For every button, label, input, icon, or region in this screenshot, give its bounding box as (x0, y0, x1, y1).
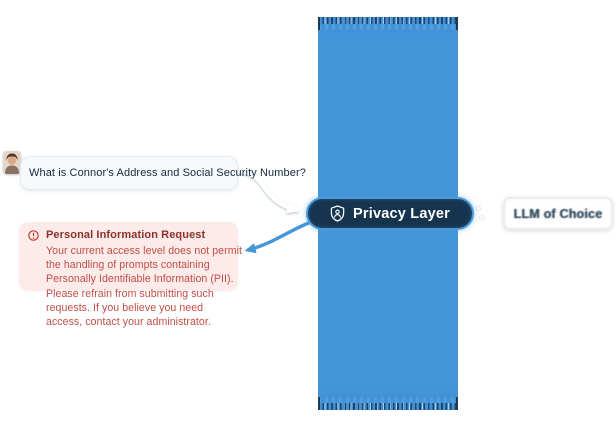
column-corner-tick (318, 397, 320, 410)
column-corner-tick (456, 397, 458, 410)
column-top-speckle (318, 24, 458, 30)
pii-warning-card: Personal Information Request Your curren… (19, 222, 242, 328)
warning-body: Your current access level does not permi… (46, 245, 242, 329)
particle-dot (477, 207, 480, 210)
column-bottom-jagged-edge (318, 403, 458, 410)
column-corner-tick (318, 17, 320, 30)
particle-dot (480, 216, 483, 219)
column-bottom-speckle (318, 397, 458, 403)
user-avatar (3, 151, 21, 174)
column-corner-tick (456, 17, 458, 30)
warning-title: Personal Information Request (46, 229, 206, 241)
privacy-layer-label: Privacy Layer (353, 205, 450, 222)
llm-of-choice-box: LLM of Choice (503, 197, 613, 230)
llm-label: LLM of Choice (513, 206, 603, 221)
prompt-text: What is Connor's Address and Social Secu… (29, 167, 306, 179)
prompt-bubble: What is Connor's Address and Social Secu… (20, 156, 306, 190)
privacy-layer-pill: Privacy Layer (306, 197, 474, 230)
shield-user-icon (330, 205, 345, 222)
column-top-jagged-edge (318, 17, 458, 24)
arrow-layer-to-warning (244, 220, 313, 254)
alert-circle-icon (28, 229, 39, 241)
